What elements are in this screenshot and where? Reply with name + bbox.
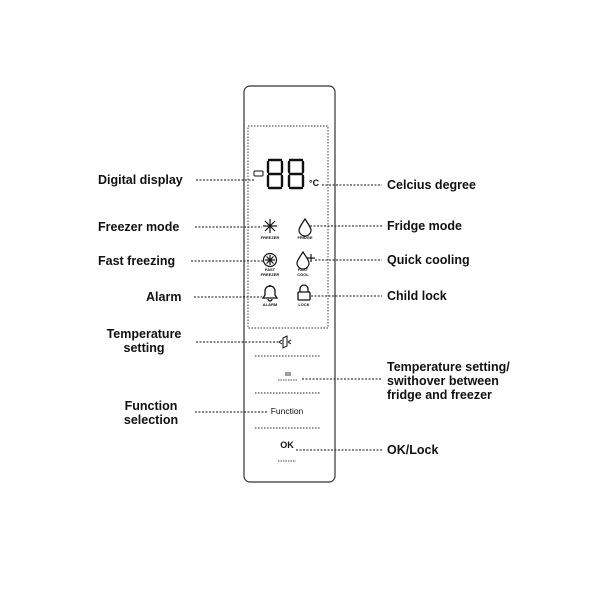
caption-freezer: FREEZER: [260, 235, 280, 240]
label-temperature-setting-line2: setting: [123, 341, 165, 355]
ok-subscript-glyph: [278, 460, 296, 462]
caption-fast-freezer-1: FAST: [264, 267, 276, 272]
caption-fast-freezer-2: FREEZER: [260, 272, 280, 277]
celsius-unit-text: °C: [309, 178, 320, 188]
display-small-segment-icon: [253, 170, 264, 177]
child-lock-icon: [297, 284, 311, 301]
label-function-selection-line2: selection: [123, 413, 179, 427]
label-fast-freezing: Fast freezing: [98, 254, 176, 268]
panel-separators: [255, 355, 320, 429]
label-temp-switchover-line3: fridge and freezer: [387, 388, 492, 402]
caption-fast-cool-1: FAST: [297, 267, 309, 272]
fast-freezing-icon: [262, 252, 278, 268]
seven-segment-digit-2: [287, 158, 305, 190]
switch-button-glyph: [278, 372, 298, 381]
caption-alarm: ALARM: [262, 302, 278, 307]
label-child-lock: Child lock: [387, 289, 447, 303]
seven-segment-digit-1: [266, 158, 284, 190]
label-digital-display: Digital display: [98, 173, 183, 187]
caption-lock: LOCK: [298, 302, 310, 307]
quick-cooling-icon: [296, 250, 315, 270]
label-freezer-mode: Freezer mode: [98, 220, 180, 234]
label-function-selection: Function selection: [108, 399, 194, 427]
label-temp-switchover-line2: swithover between: [387, 374, 499, 388]
label-temp-switchover: Temperature setting/ swithover between f…: [387, 360, 510, 402]
fridge-droplet-icon: [298, 217, 312, 237]
leader-lines-right: [296, 184, 382, 451]
temperature-switch-button-marks[interactable]: [270, 370, 306, 386]
leader-lines-left: [191, 179, 280, 413]
snowflake-icon: [263, 219, 277, 233]
function-button[interactable]: Function: [270, 406, 304, 416]
label-fridge-mode: Fridge mode: [387, 219, 463, 233]
caption-fridge: FRIDGE: [297, 235, 313, 240]
caption-fast-cool-2: COOL: [297, 272, 309, 277]
label-temp-switchover-line1: Temperature setting/: [387, 360, 510, 374]
ok-button[interactable]: OK: [280, 440, 294, 450]
label-function-selection-line1: Function: [124, 399, 178, 413]
label-alarm: Alarm: [146, 290, 182, 304]
temperature-setting-arrows-icon: [278, 335, 292, 349]
control-panel-outline: [243, 85, 336, 483]
label-ok-lock: OK/Lock: [387, 443, 439, 457]
alarm-bell-icon: [261, 285, 279, 302]
label-temperature-setting: Temperature setting: [96, 327, 192, 355]
label-quick-cooling: Quick cooling: [387, 253, 470, 267]
label-celsius-degree: Celcius degree: [387, 178, 476, 192]
ok-button-subscript-mark: [274, 451, 300, 462]
label-temperature-setting-line1: Temperature: [106, 327, 182, 341]
